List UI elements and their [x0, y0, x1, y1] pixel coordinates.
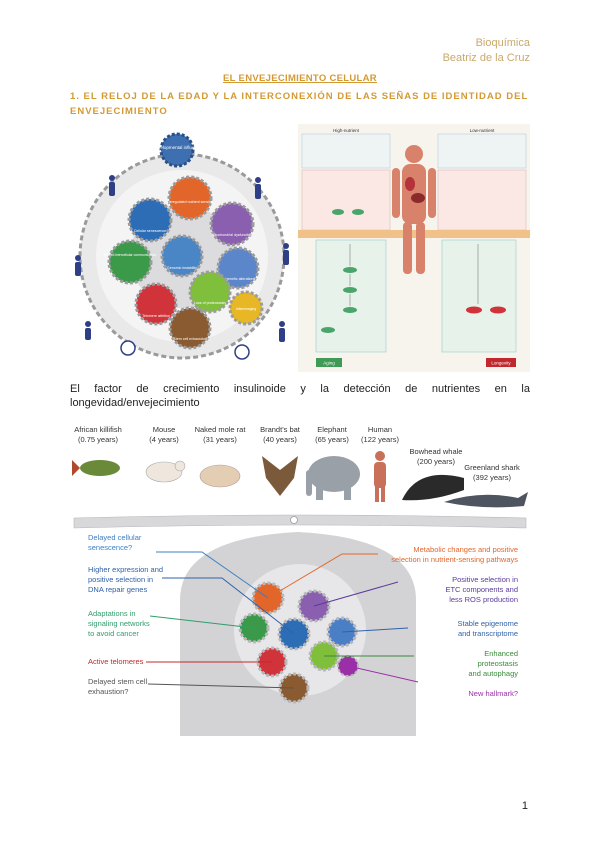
fig1-label-developmental: Developmental influence [152, 145, 202, 150]
left-label-2-line3: to avoid cancer [88, 629, 139, 638]
animal-naked-mole-rat [199, 464, 241, 488]
left-label-0-line1: Delayed cellular [88, 533, 142, 542]
section-heading: 1. El reloj de la edad y la interconexió… [70, 91, 529, 117]
header-subject: Bioquímica [475, 37, 530, 49]
right-label-0-line1: Metabolic changes and positive [413, 545, 518, 554]
fig2-arrows [349, 244, 479, 306]
animal-years-3: (40 years) [263, 435, 297, 444]
fig1-label-proteostasis: Loss of proteostasis [194, 301, 226, 305]
fig1-label-genomic: Genomic instability [167, 266, 197, 270]
fig2-right-result: Longevity [491, 361, 511, 366]
fig2-left-pathway-nodes [321, 209, 364, 333]
fig1-label-inflammaging: Inflammaging [236, 307, 256, 311]
animal-name-0: African killifish [74, 425, 122, 434]
fig2-left-result: Aging [323, 361, 335, 366]
animal-name-3: Brandt's bat [260, 425, 301, 434]
page-title: EL ENVEJECIMIENTO CELULAR [223, 73, 377, 84]
header-author: Beatriz de la Cruz [442, 52, 530, 64]
right-label-1-line1: Positive selection in [452, 575, 518, 584]
fig2-right-title: Low-nutrient [470, 128, 496, 133]
animal-years-2: (31 years) [203, 435, 237, 444]
nutrient-sensing-figure: High-nutrient Low-nutrient Aging Longevi… [298, 124, 530, 372]
animal-bat [262, 456, 298, 496]
left-label-4-line2: exhaustion? [88, 687, 128, 696]
animal-name-2: Naked mole rat [195, 425, 247, 434]
left-label-3-line1: Active telomeres [88, 657, 144, 666]
fig1-gear-epigenetic: Epigenetic alterations [216, 246, 260, 290]
fig1-label-communication: Altered intercellular communication [104, 253, 157, 257]
balance-beam [73, 514, 527, 529]
fig1-label-telomere: Telomere attrition [142, 314, 170, 318]
fig1-gear-inflammaging: Inflammaging [228, 290, 264, 326]
fig2-human-body [392, 145, 436, 274]
left-label-0-line2: senescence? [88, 543, 132, 552]
animal-greenland-shark [444, 492, 528, 508]
fig1-label-stemcell: Stem cell exhaustion [173, 337, 206, 341]
fig1-label-epigenetic: Epigenetic alterations [221, 277, 256, 281]
fig1-gear-mito: Mitochondrial dysfunction [209, 201, 255, 247]
document-header: Bioquímica Beatriz de la Cruz [443, 36, 530, 66]
page-number: 1 [521, 800, 528, 812]
longevity-balance-figure: African killifish (0.75 years) Mouse (4 … [72, 425, 528, 736]
fig1-gear-senescence: Cellular senescence [127, 197, 173, 243]
hallmarks-clock-figure: Developmental influence Deregulated nutr… [75, 132, 289, 360]
animal-name-5: Human [368, 425, 392, 434]
animal-name-4: Elephant [317, 425, 348, 434]
fig1-label-nutrient: Deregulated nutrient sensing [167, 200, 213, 204]
right-label-3-line3: and autophagy [468, 669, 518, 678]
animal-name-6: Bowhead whale [410, 447, 463, 456]
animal-years-4: (65 years) [315, 435, 349, 444]
figure-caption: El factor de crecimiento insulinoide y l… [70, 383, 530, 409]
fig1-gear-proteostasis: Loss of proteostasis [188, 270, 232, 314]
animal-bowhead-whale [402, 474, 464, 501]
left-label-2-line1: Adaptations in [88, 609, 136, 618]
left-label-2-line2: signaling networks [88, 619, 150, 628]
right-label-4-line1: New hallmark? [468, 689, 518, 698]
fig1-clock-icon [120, 340, 136, 356]
fig1-label-mito: Mitochondrial dysfunction [212, 233, 253, 237]
animal-years-1: (4 years) [149, 435, 179, 444]
animal-elephant [306, 456, 360, 500]
right-label-2-line1: Stable epigenome [458, 619, 518, 628]
right-label-1-line2: ETC components and [445, 585, 518, 594]
animal-human [374, 451, 386, 502]
left-label-1-line3: DNA repair genes [88, 585, 147, 594]
right-label-1-line3: less ROS production [449, 595, 518, 604]
animal-years-7: (392 years) [473, 473, 511, 482]
fig1-gear-telomere: Telomere attrition [134, 282, 178, 326]
fig1-gear-genomic: Genomic instability [160, 234, 204, 278]
fig1-clock-icon-2 [234, 344, 250, 360]
animal-years-5: (122 years) [361, 435, 399, 444]
right-label-3-line1: Enhanced [484, 649, 518, 658]
animal-name-7: Greenland shark [464, 463, 520, 472]
right-label-3-line2: proteostasis [478, 659, 519, 668]
fig1-label-senescence: Cellular senescence [134, 229, 166, 233]
fig2-right-pathway-nodes [466, 306, 506, 314]
fig2-left-title: High-nutrient [333, 128, 360, 133]
fig1-gear-nutrient: Deregulated nutrient sensing [167, 175, 213, 221]
animal-killifish [72, 460, 120, 476]
right-label-2-line2: and transcriptome [458, 629, 518, 638]
animal-years-0: (0.75 years) [78, 435, 119, 444]
animal-years-6: (200 years) [417, 457, 455, 466]
left-label-4-line1: Delayed stem cell [88, 677, 148, 686]
fig1-gear-stemcell: Stem cell exhaustion [168, 306, 212, 350]
right-label-0-line2: selection in nutrient-sensing pathways [391, 555, 518, 564]
fig1-gear-communication: Altered intercellular communication [104, 239, 157, 285]
left-label-1-line2: positive selection in [88, 575, 153, 584]
left-label-1-line1: Higher expression and [88, 565, 163, 574]
fig1-human-silhouettes [75, 175, 289, 342]
animal-name-1: Mouse [153, 425, 176, 434]
animal-mouse [145, 460, 186, 483]
fig3-connector-lines [146, 551, 419, 689]
